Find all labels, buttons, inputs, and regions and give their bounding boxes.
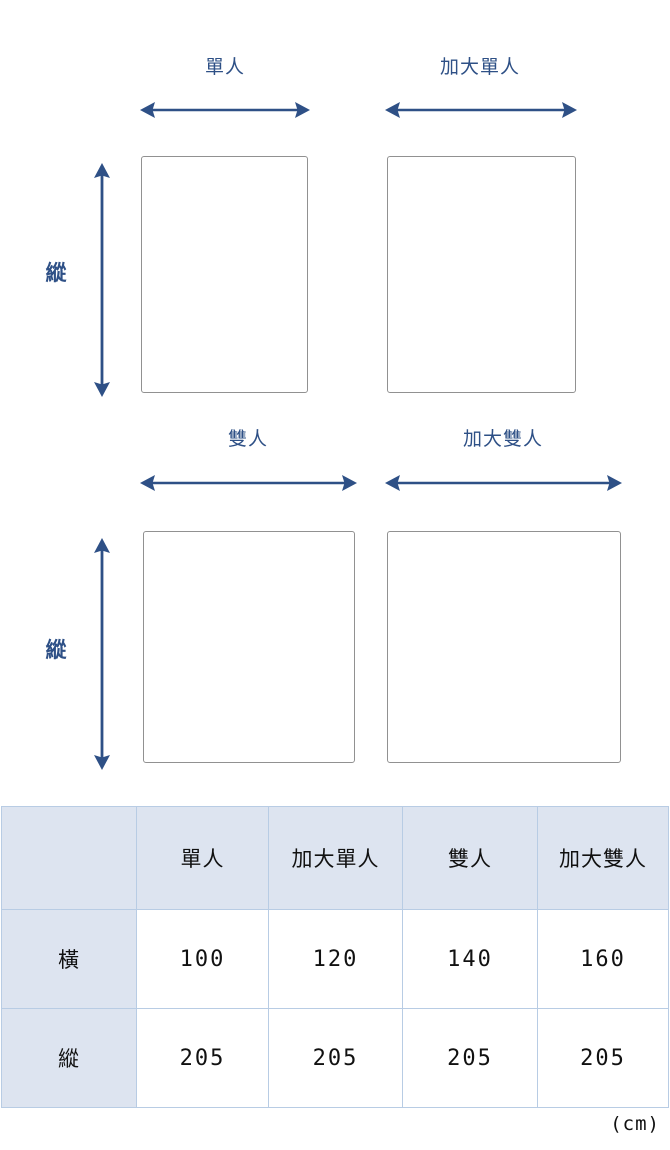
table-row-header-height: 縱 bbox=[1, 1008, 137, 1108]
diagram-area: 單人 加大單人 縱 雙人 加大雙人 bbox=[45, 57, 622, 770]
height-label-row2: 縱 bbox=[45, 639, 67, 662]
height-label-row1: 縱 bbox=[45, 262, 67, 285]
table-row: 橫 100 120 140 160 bbox=[1, 909, 669, 1009]
table-col-header-single-xl: 加大單人 bbox=[268, 806, 403, 910]
bed-rect-single-xl bbox=[387, 156, 576, 393]
height-arrow-row2-icon bbox=[94, 538, 110, 770]
bed-rect-double-xl bbox=[387, 531, 621, 763]
table-row-header-width: 橫 bbox=[1, 909, 137, 1009]
table-corner-cell bbox=[1, 806, 137, 910]
table-row: 縱 205 205 205 205 bbox=[1, 1008, 669, 1108]
diagram-label-double-xl: 加大雙人 bbox=[462, 429, 544, 450]
width-arrow-double-xl-icon bbox=[385, 475, 622, 491]
table-col-header-double: 雙人 bbox=[402, 806, 538, 910]
table-col-header-double-xl: 加大雙人 bbox=[537, 806, 669, 910]
cell-height-single: 205 bbox=[136, 1008, 269, 1108]
table-header-row: 單人 加大單人 雙人 加大雙人 bbox=[1, 806, 669, 910]
cell-height-single-xl: 205 bbox=[268, 1008, 403, 1108]
cell-height-double-xl: 205 bbox=[537, 1008, 669, 1108]
diagram-label-single: 單人 bbox=[204, 57, 246, 78]
table-col-header-single: 單人 bbox=[136, 806, 269, 910]
width-arrow-single-icon bbox=[140, 102, 310, 118]
unit-note: (cm) bbox=[610, 1113, 660, 1135]
bed-rect-single bbox=[141, 156, 308, 393]
cell-width-double-xl: 160 bbox=[537, 909, 669, 1009]
cell-width-single-xl: 120 bbox=[268, 909, 403, 1009]
size-spec-table: 單人 加大單人 雙人 加大雙人 橫 100 120 140 160 縱 205 … bbox=[1, 806, 669, 1108]
width-arrow-double-icon bbox=[140, 475, 357, 491]
width-arrow-single-xl-icon bbox=[385, 102, 577, 118]
diagram-label-single-xl: 加大單人 bbox=[439, 57, 521, 78]
cell-width-double: 140 bbox=[402, 909, 538, 1009]
cell-width-single: 100 bbox=[136, 909, 269, 1009]
diagram-label-double: 雙人 bbox=[227, 429, 269, 450]
height-arrow-row1-icon bbox=[94, 163, 110, 397]
cell-height-double: 205 bbox=[402, 1008, 538, 1108]
bed-rect-double bbox=[143, 531, 355, 763]
